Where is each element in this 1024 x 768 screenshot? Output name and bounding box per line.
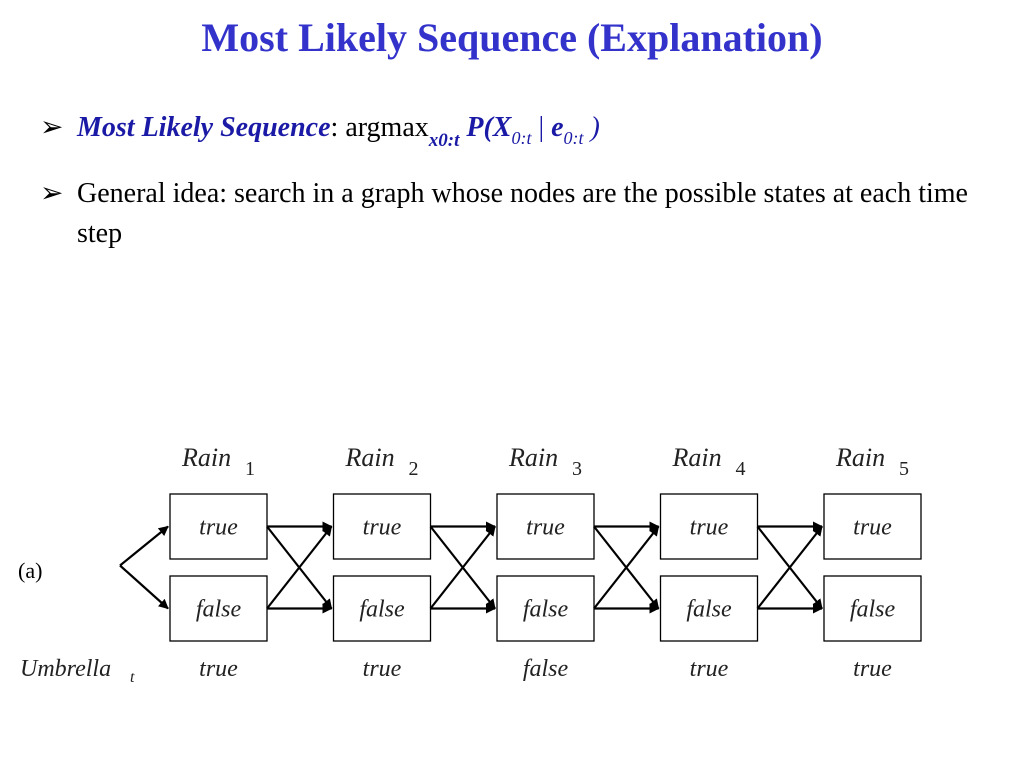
evidence-value: true — [690, 656, 729, 682]
state-node-box — [659, 575, 759, 642]
panel-label: (a) — [18, 558, 42, 583]
state-node-true[interactable]: true — [169, 493, 268, 560]
state-node-label: true — [199, 515, 238, 541]
state-node-label: true — [690, 515, 729, 541]
rain-variable-header: Rain 1 — [181, 443, 255, 480]
term-most-likely-sequence: Most Likely Sequence — [77, 112, 331, 143]
evidence-value: false — [523, 656, 569, 682]
state-node-box — [332, 493, 432, 560]
state-node-label: false — [686, 597, 732, 623]
bullet-general-idea: ➢ General idea: search in a graph whose … — [40, 174, 1000, 254]
evidence-label: Umbrella t — [20, 656, 135, 686]
state-node-box — [659, 493, 759, 560]
state-node-label: false — [196, 597, 242, 623]
state-node-box — [823, 493, 922, 560]
state-node-label: true — [853, 515, 892, 541]
state-node-true[interactable]: true — [823, 493, 922, 560]
evidence-value: true — [853, 656, 892, 682]
argmax-subscript: x0:t — [428, 130, 460, 151]
rain-variable-label: Rain — [835, 443, 885, 472]
transition-false-true — [266, 525, 333, 610]
state-node-box — [496, 493, 595, 560]
state-node-false[interactable]: false — [823, 575, 922, 642]
edges-layer — [119, 521, 823, 614]
rain-variable-header: Rain 5 — [835, 443, 909, 480]
rain-variable-index: 4 — [736, 458, 746, 480]
bullet-text: Most Likely Sequence: argmaxx0:t P(X0:t … — [77, 108, 1000, 151]
expr-bar: | — [531, 112, 552, 143]
state-node-label: false — [523, 597, 569, 623]
expr-e: e — [551, 112, 564, 143]
state-node-true[interactable]: true — [332, 493, 432, 560]
state-node-false[interactable]: false — [332, 575, 432, 642]
nodes-layer: Rain 1 true false true Rain 2 true false true Rain… — [169, 443, 922, 682]
evidence-label-text: Umbrella — [20, 656, 111, 682]
rain-variable-index: 2 — [409, 458, 419, 480]
rain-variable-index: 1 — [245, 458, 255, 480]
argmax-label: argmax — [345, 112, 429, 143]
state-node-label: true — [363, 515, 402, 541]
state-node-false[interactable]: false — [496, 575, 595, 642]
state-node-label: true — [526, 515, 565, 541]
state-graph-diagram: (a) Umbrella t Rain 1 true false true Rain 2 tr… — [18, 443, 922, 686]
arrow-bullet-icon: ➢ — [40, 112, 64, 143]
rain-variable-header: Rain 3 — [508, 443, 582, 480]
evidence-value: true — [363, 656, 402, 682]
state-node-label: false — [850, 597, 896, 623]
start-arrow-false — [119, 564, 169, 610]
rain-variable-label: Rain — [672, 443, 722, 472]
state-node-box — [496, 575, 595, 642]
expr-p: P(X — [466, 112, 512, 143]
state-node-false[interactable]: false — [659, 575, 759, 642]
transition-false-true — [429, 525, 496, 610]
state-node-label: false — [359, 597, 405, 623]
bullet-most-likely-sequence: ➢ Most Likely Sequence: argmaxx0:t P(X0:… — [40, 108, 1000, 151]
rain-variable-label: Rain — [345, 443, 395, 472]
rain-variable-index: 5 — [899, 458, 909, 480]
state-node-true[interactable]: true — [659, 493, 759, 560]
state-node-false[interactable]: false — [169, 575, 268, 642]
start-arrow-true — [119, 525, 169, 567]
arrow-bullet-icon: ➢ — [40, 178, 64, 209]
evidence-value: true — [199, 656, 238, 682]
expr-sub-e: 0:t — [563, 128, 584, 148]
slide-title: Most Likely Sequence (Explanation) — [201, 15, 823, 60]
rain-variable-header: Rain 2 — [345, 443, 419, 480]
state-node-box — [169, 493, 268, 560]
rain-variable-index: 3 — [572, 458, 582, 480]
rain-variable-label: Rain — [181, 443, 231, 472]
expr-sub-x: 0:t — [511, 128, 532, 148]
state-node-box — [823, 575, 922, 642]
transition-false-true — [593, 525, 660, 610]
rain-variable-label: Rain — [508, 443, 558, 472]
evidence-label-subscript: t — [130, 669, 135, 686]
expr-close: ) — [583, 112, 600, 143]
rain-variable-header: Rain 4 — [672, 443, 746, 480]
state-node-box — [169, 575, 268, 642]
term-colon: : — [330, 112, 339, 143]
bullet-text: General idea: search in a graph whose no… — [77, 178, 968, 249]
state-node-true[interactable]: true — [496, 493, 595, 560]
transition-false-true — [756, 525, 823, 610]
